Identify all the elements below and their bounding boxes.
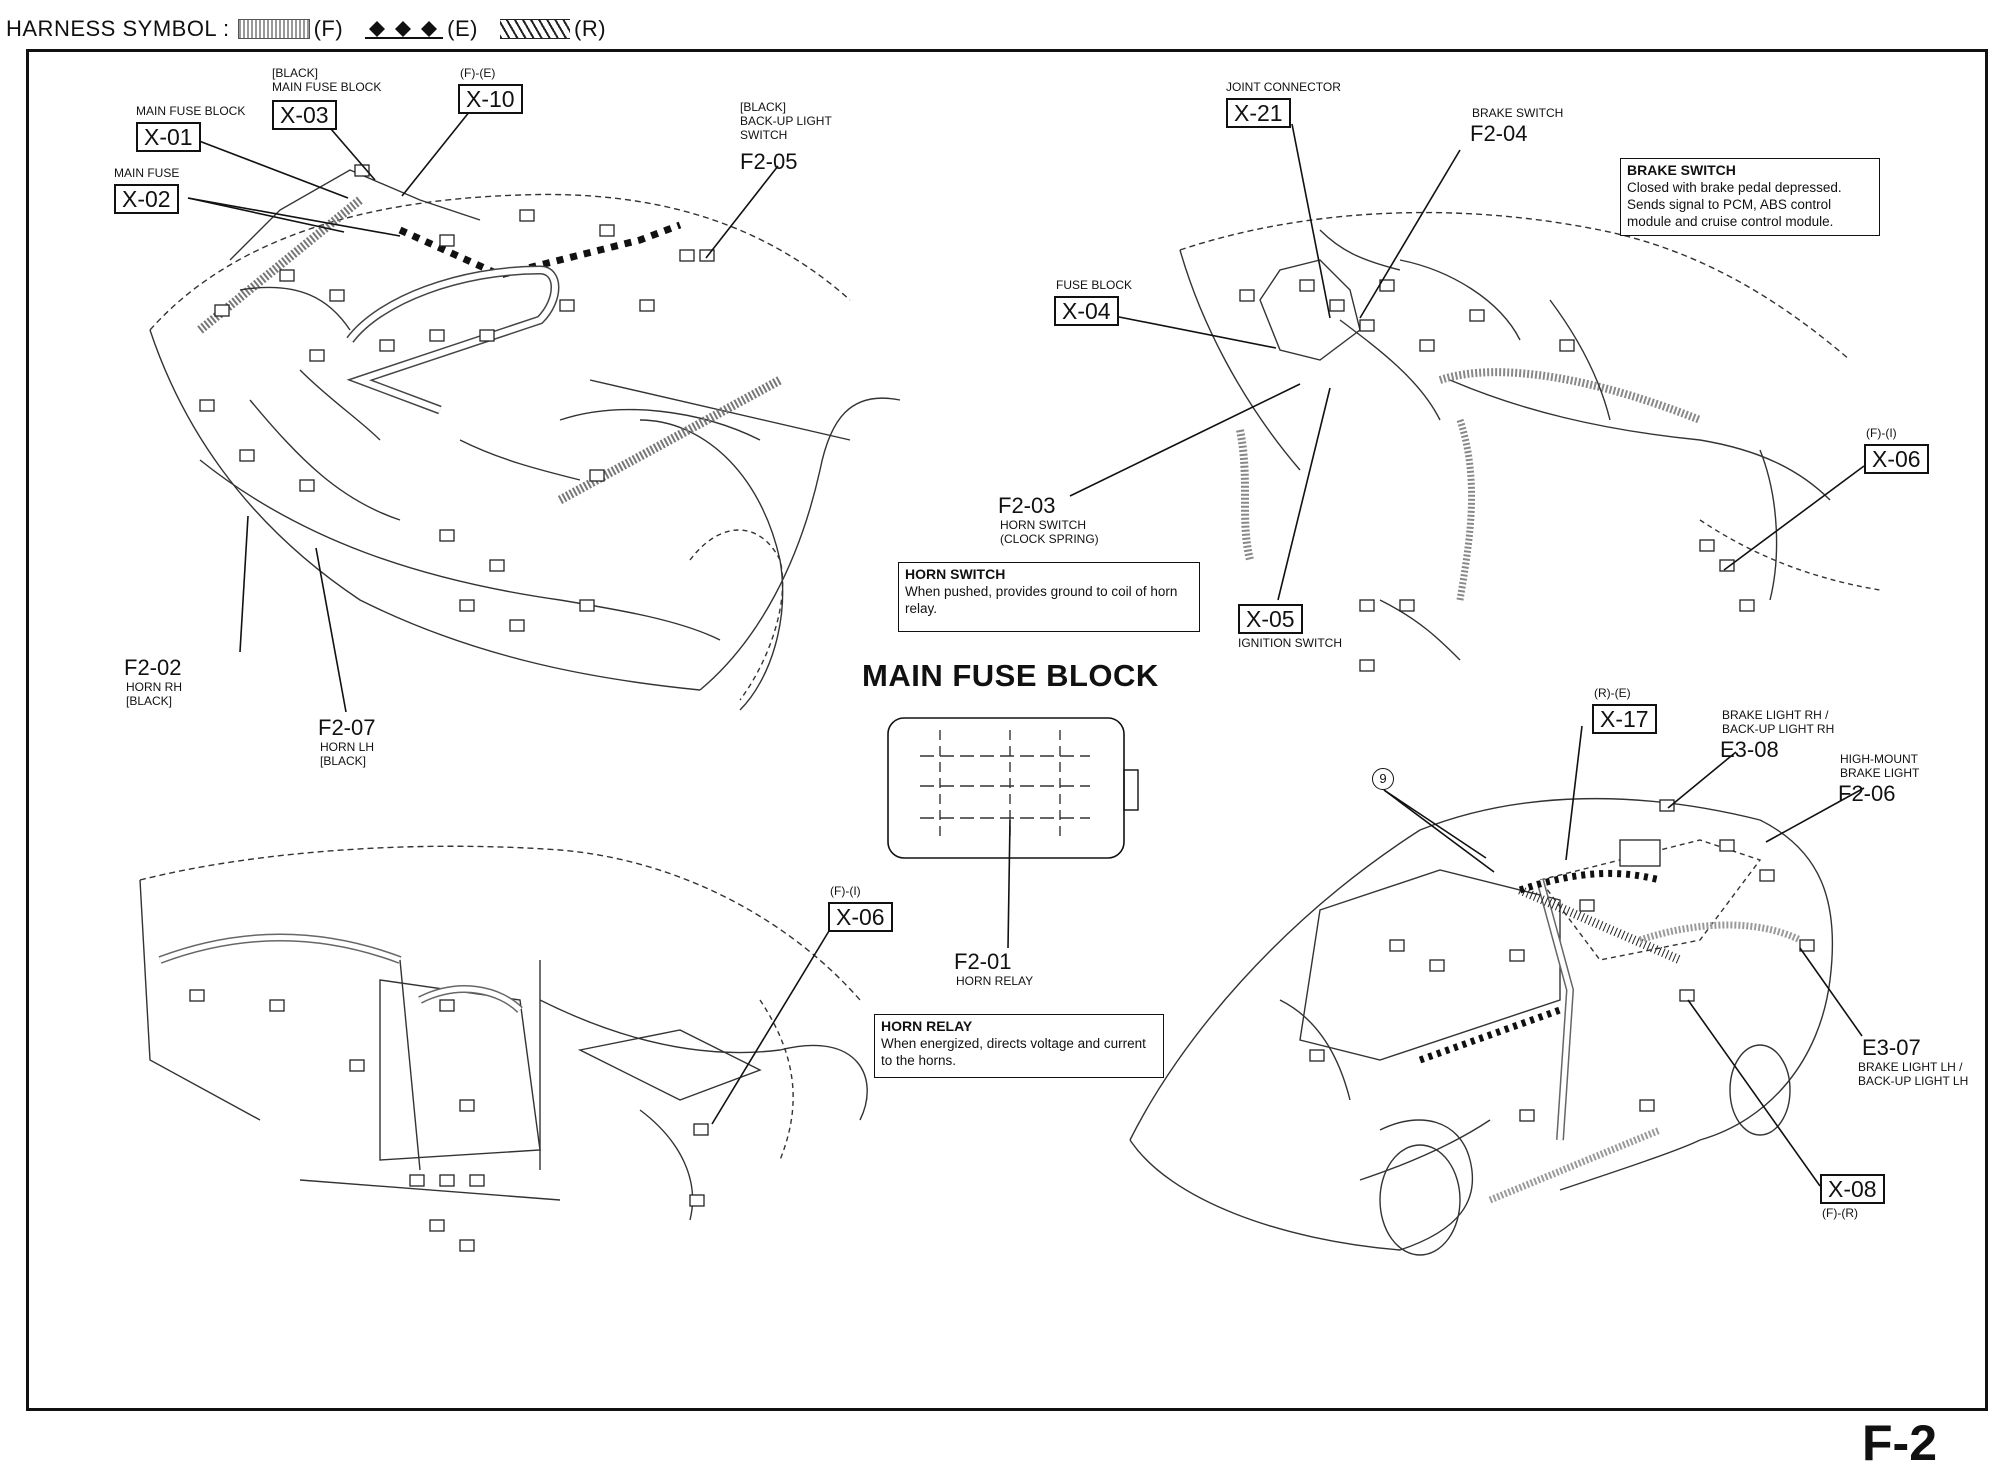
connector-x01: X-01 (136, 122, 201, 152)
callout-x02-caption: MAIN FUSE (114, 166, 180, 180)
connector-x05: X-05 (1238, 604, 1303, 634)
harness-engine-symbol (365, 21, 444, 39)
code-f205: F2-05 (740, 149, 798, 174)
note-horn-relay-title: HORN RELAY (881, 1018, 973, 1034)
callout-x06a-caption: (F)-(I) (1866, 426, 1897, 440)
note-brake-switch-body: Closed with brake pedal depressed. Sends… (1627, 180, 1842, 229)
harness-rear-symbol (500, 19, 570, 39)
connector-x10: X-10 (458, 84, 523, 114)
code-e307-caption: BRAKE LIGHT LH / BACK-UP LIGHT LH (1858, 1060, 1969, 1088)
callout-x01-caption: MAIN FUSE BLOCK (136, 104, 246, 118)
code-f207-caption: HORN LH [BLACK] (320, 740, 375, 768)
callout-x10-caption: (F)-(E) (460, 66, 496, 80)
code-f206: F2-06 (1838, 781, 1896, 806)
harness-engine-code: (E) (447, 16, 478, 41)
callout-x04-caption: FUSE BLOCK (1056, 278, 1133, 292)
callout-x21-caption: JOINT CONNECTOR (1226, 80, 1341, 94)
page-number: F-2 (1862, 1415, 1937, 1471)
note-horn-switch: HORN SWITCH When pushed, provides ground… (898, 562, 1200, 632)
callout-x17-caption: (R)-(E) (1594, 686, 1631, 700)
code-f201-caption: HORN RELAY (956, 974, 1034, 988)
code-f202: F2-02 (124, 655, 182, 680)
connector-x04: X-04 (1054, 296, 1119, 326)
connector-x06-panel: X-06 (828, 902, 893, 932)
code-f201: F2-01 (954, 949, 1012, 974)
code-f206-caption: HIGH-MOUNT BRAKE LIGHT (1840, 752, 1920, 780)
harness-rear-code: (R) (574, 16, 607, 41)
harness-front-symbol (237, 19, 310, 39)
callout-x05-caption: IGNITION SWITCH (1238, 636, 1342, 650)
main-fuse-block-title: MAIN FUSE BLOCK (862, 658, 1159, 693)
connector-x21: X-21 (1226, 98, 1291, 128)
code-f203: F2-03 (998, 493, 1056, 518)
ground-ref-9: 9 (1372, 768, 1394, 790)
code-f204: F2-04 (1470, 121, 1528, 146)
callout-x08-caption: (F)-(R) (1822, 1206, 1858, 1220)
code-f204-caption: BRAKE SWITCH (1472, 106, 1564, 120)
harness-symbol-legend: HARNESS SYMBOL : (F) (E) (R) (6, 12, 620, 46)
note-horn-relay: HORN RELAY When energized, directs volta… (874, 1014, 1164, 1078)
connector-x03: X-03 (272, 100, 337, 130)
harness-front-code: (F) (313, 16, 344, 41)
connector-x08: X-08 (1820, 1174, 1885, 1204)
connector-x02: X-02 (114, 184, 179, 214)
code-e308-caption: BRAKE LIGHT RH / BACK-UP LIGHT RH (1722, 708, 1835, 736)
connector-x17: X-17 (1592, 704, 1657, 734)
diagram-frame (26, 49, 1988, 1411)
code-f202-caption: HORN RH [BLACK] (126, 680, 182, 708)
callout-x03-caption: [BLACK] MAIN FUSE BLOCK (272, 66, 382, 94)
note-horn-switch-body: When pushed, provides ground to coil of … (905, 584, 1178, 616)
callout-x06b-caption: (F)-(I) (830, 884, 861, 898)
note-brake-switch: BRAKE SWITCH Closed with brake pedal dep… (1620, 158, 1880, 236)
note-horn-switch-title: HORN SWITCH (905, 566, 1006, 582)
code-f207: F2-07 (318, 715, 376, 740)
note-horn-relay-body: When energized, directs voltage and curr… (881, 1036, 1146, 1068)
connector-x06-dash: X-06 (1864, 444, 1929, 474)
code-e307: E3-07 (1862, 1035, 1921, 1060)
harness-symbol-label: HARNESS SYMBOL : (6, 16, 230, 41)
code-e308: E3-08 (1720, 737, 1779, 762)
code-f203-caption: HORN SWITCH (CLOCK SPRING) (1000, 518, 1099, 546)
code-f205-caption: [BLACK] BACK-UP LIGHT SWITCH (740, 100, 832, 142)
note-brake-switch-title: BRAKE SWITCH (1627, 162, 1736, 178)
